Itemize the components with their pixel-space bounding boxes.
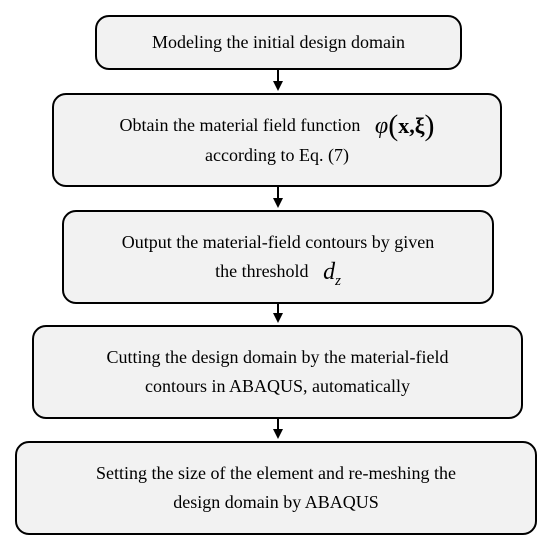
step-3-line-2-text: the threshold [215,260,309,281]
step-box-output-contours: Output the material-field contours by gi… [62,210,494,304]
step-3-line-1: Output the material-field contours by gi… [121,231,435,252]
step-box-material-field-function: Obtain the material field function φ(x,ξ… [52,93,502,187]
step-3-line-2: the threshold dz [215,257,341,289]
step-4-line-1: Cutting the design domain by the materia… [106,347,449,367]
step-box-remeshing: Setting the size of the element and re-m… [15,441,537,535]
threshold-d: d [323,258,336,285]
step-2-line-1-text: Obtain the material field function [119,114,361,135]
x-symbol: x [398,112,410,138]
threshold-symbol: dz [323,258,341,289]
xi-symbol: ξ [414,112,425,138]
step-4-line-2: contours in ABAQUS, automatically [145,376,410,396]
step-5-line-1: Setting the size of the element and re-m… [96,463,456,483]
step-box-modeling-domain: Modeling the initial design domain [95,15,462,70]
step-2-line-2: according to Eq. (7) [205,144,349,165]
threshold-subscript-z: z [335,272,341,289]
step-5-line-2: design domain by ABAQUS [173,492,379,512]
step-1-line-1: Modeling the initial design domain [152,32,405,52]
step-2-line-1: Obtain the material field function φ(x,ξ… [119,108,435,142]
material-field-function-formula: φ(x,ξ) [374,108,435,142]
phi-symbol: φ [374,112,389,139]
step-box-cutting-domain: Cutting the design domain by the materia… [32,325,523,419]
